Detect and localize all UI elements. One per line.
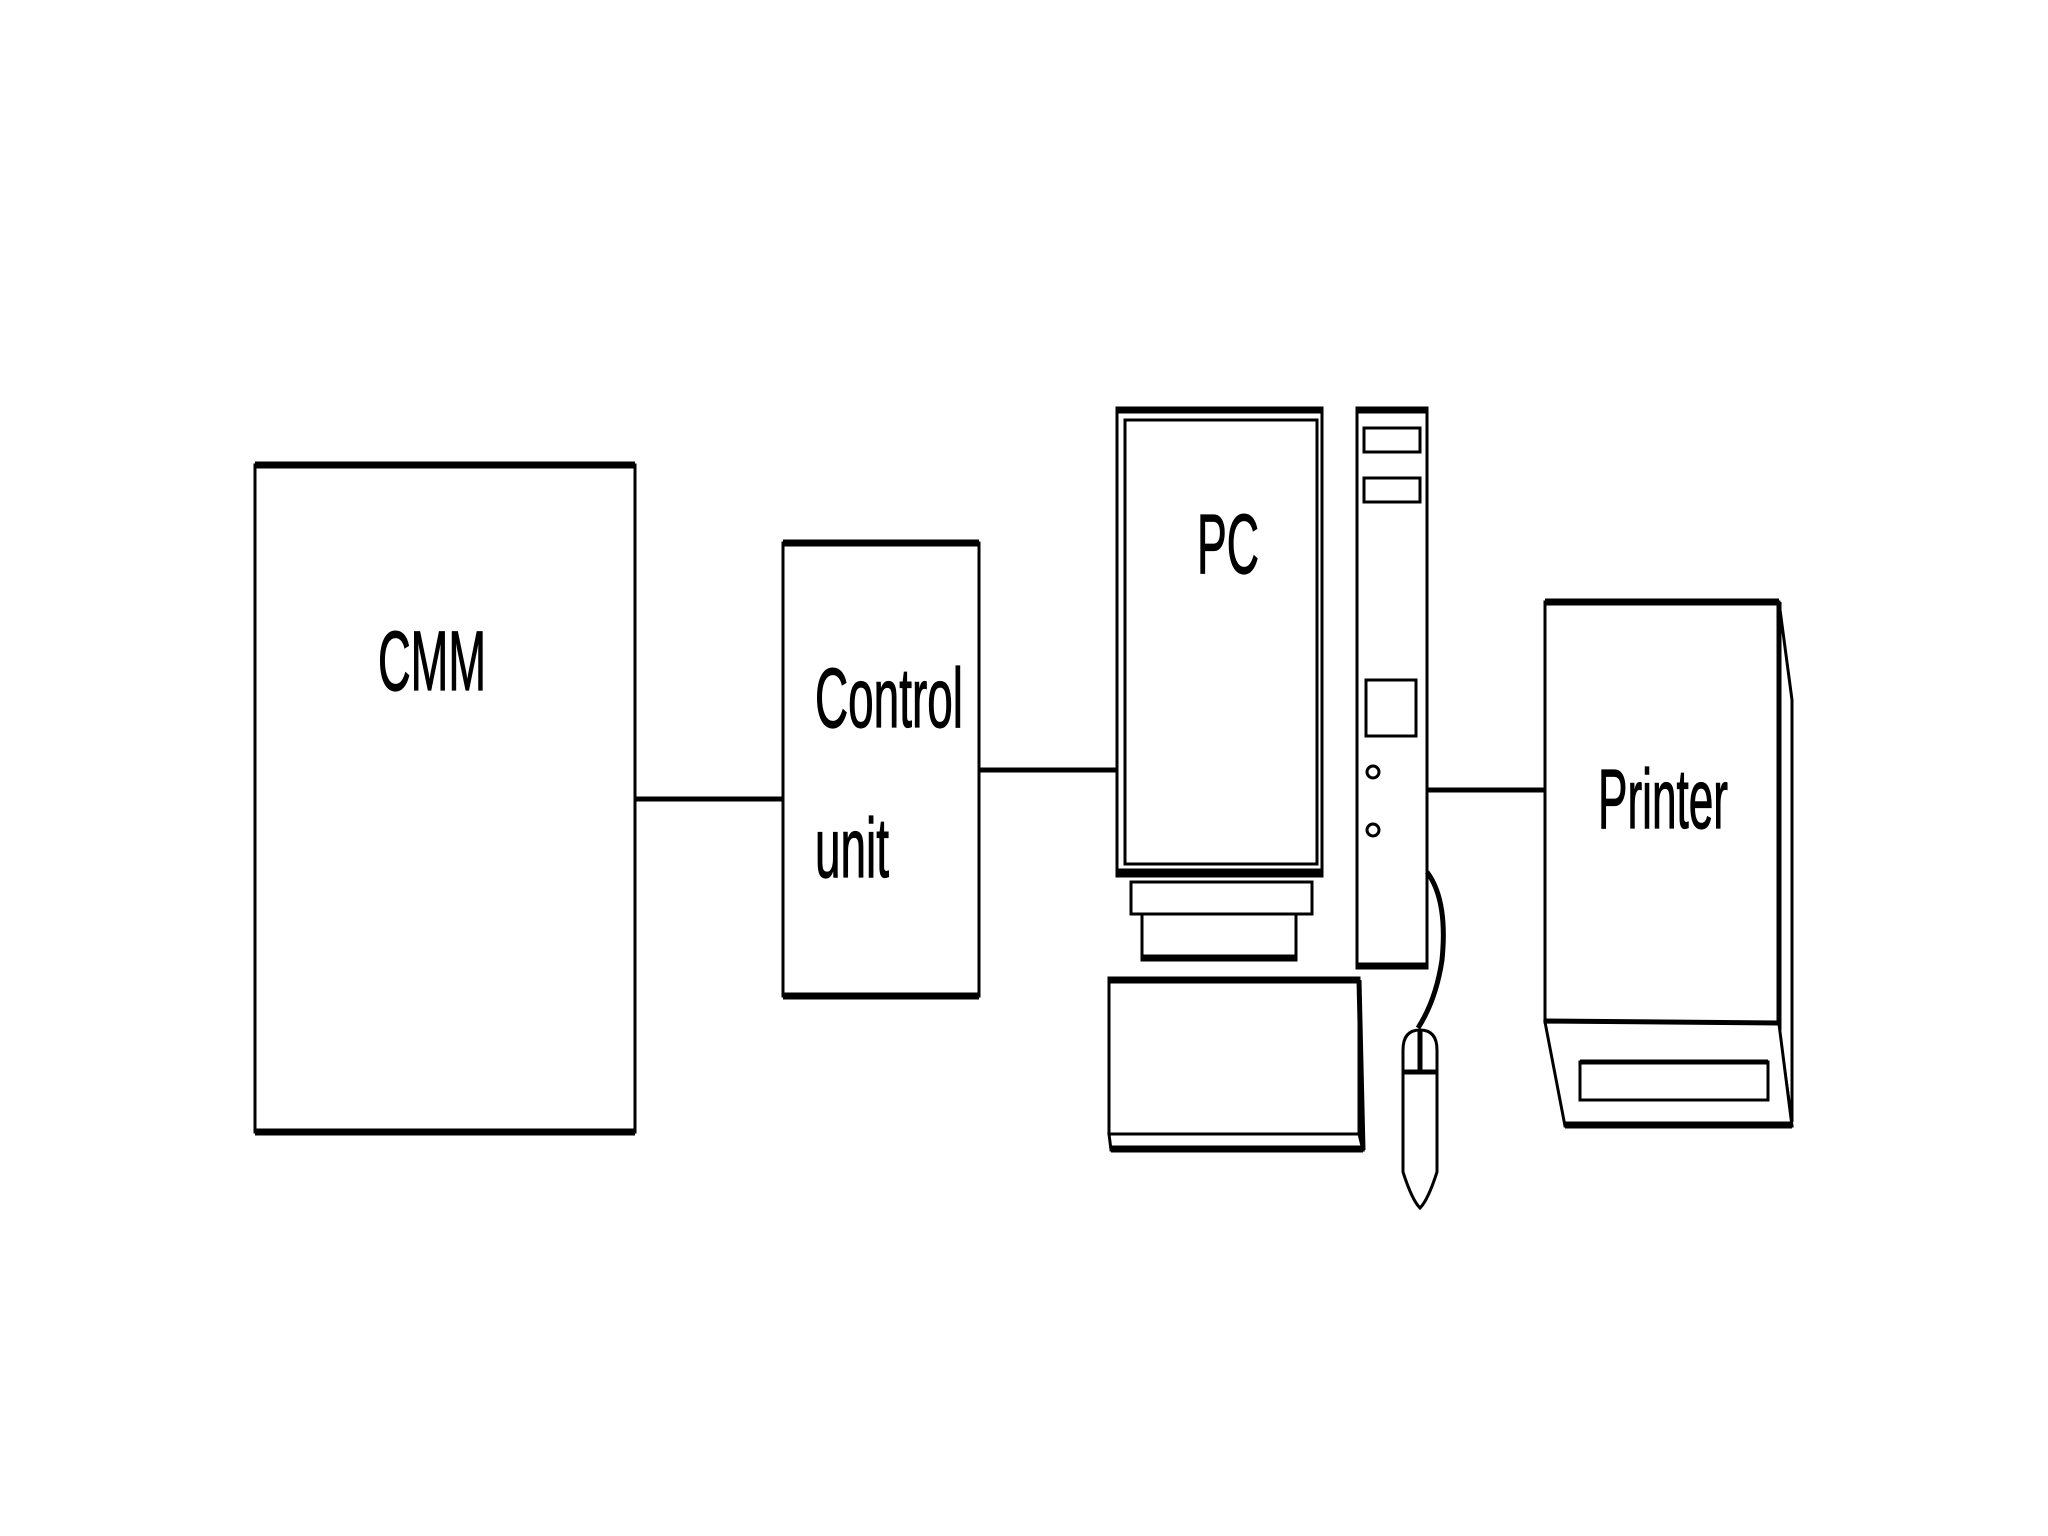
reset-button: [1365, 822, 1381, 838]
printer-label: Printer: [1598, 752, 1728, 846]
control-unit-block: Control unit: [781, 539, 981, 1000]
pc-monitor-stand: [1129, 880, 1314, 962]
printer: Printer: [1543, 598, 1794, 1129]
pc-label: PC: [1197, 497, 1259, 591]
power-button: [1365, 764, 1381, 780]
control-unit-label-line1: Control: [815, 651, 963, 745]
mouse-cable: [1415, 870, 1446, 1030]
drive-bay-1: [1362, 426, 1422, 454]
pc-monitor: PC: [1115, 406, 1324, 878]
drive-bay-2: [1362, 476, 1422, 504]
control-unit-label-line2: unit: [815, 801, 889, 895]
keyboard: [1107, 976, 1366, 1153]
paper-slot: [1578, 1060, 1770, 1102]
cmm-label: CMM: [378, 614, 486, 708]
mouse: [1401, 870, 1446, 1211]
drive-slot: [1364, 678, 1418, 738]
cmm-block: CMM: [253, 461, 637, 1136]
pc-tower: [1355, 406, 1429, 970]
